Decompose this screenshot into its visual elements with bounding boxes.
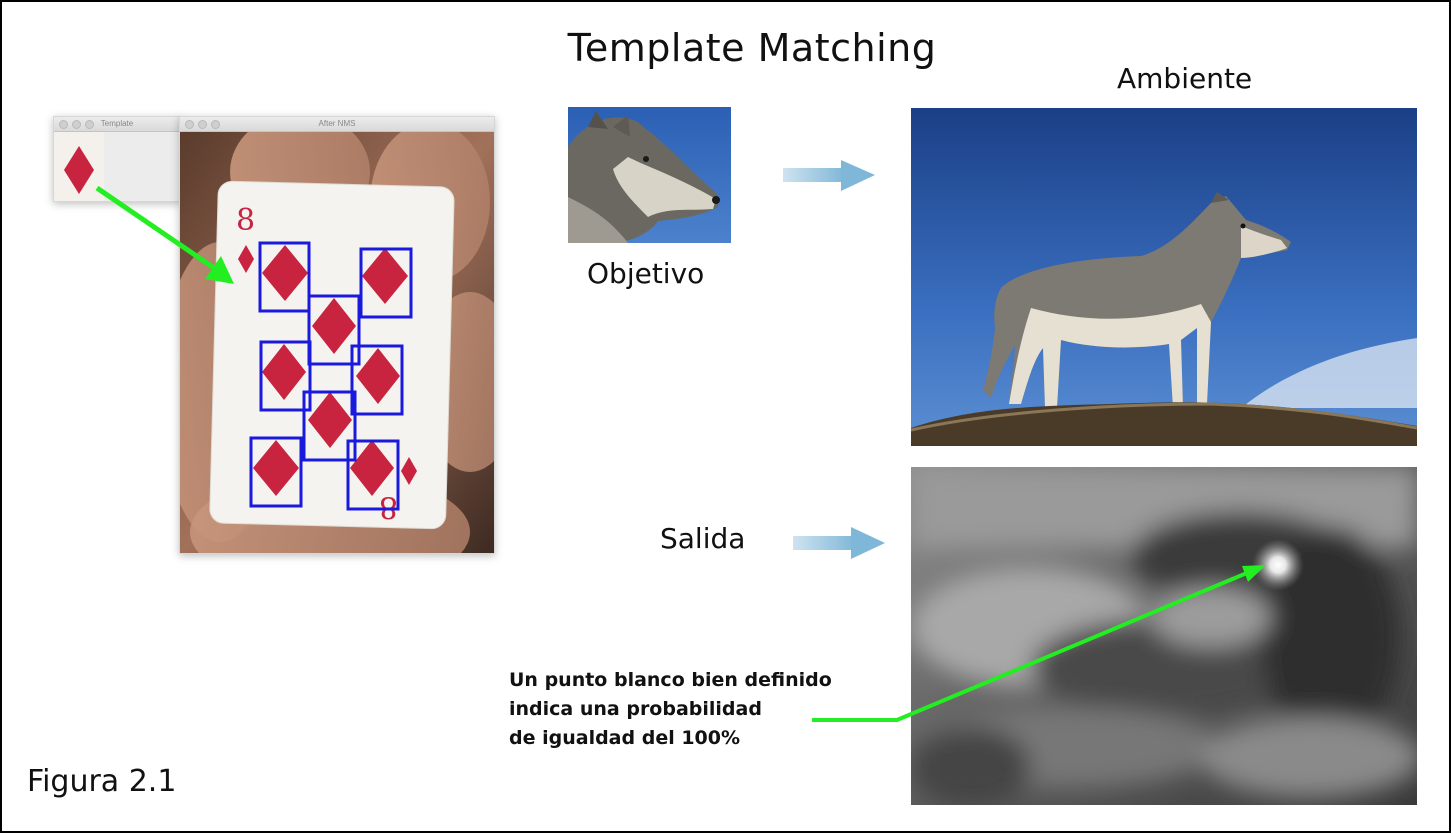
after-nms-window: After NMS [179,116,495,554]
card-photo: 8 8 [180,132,494,553]
window-close-icon [59,120,68,129]
diamond-icon [401,457,417,485]
arrow-right-icon [812,565,1266,722]
arrow-right-icon [793,527,885,559]
diamond-icon [312,298,356,354]
diamond-icon [262,344,306,400]
note-line-2: indica una probabilidad [509,698,762,720]
window-maximize-icon [85,120,94,129]
diamond-icon [253,440,299,496]
match-box [350,344,404,416]
match-peak [1252,539,1304,591]
card-rank-top: 8 [236,203,255,238]
note-line-1: Un punto blanco bien definido [509,669,832,691]
match-box [258,241,311,313]
arrow-right-icon [783,160,875,191]
template-window-titlebar: Template [54,117,180,132]
diamond-icon [362,248,408,304]
match-box [249,436,303,508]
diamond-icon [350,440,394,496]
objetivo-image [568,107,731,243]
diamond-icon [64,146,94,194]
match-box [259,340,312,412]
match-box [359,247,413,319]
window-minimize-icon [198,120,207,129]
diamond-icon [356,348,400,404]
ambiente-image [911,108,1417,446]
objetivo-label: Objetivo [587,257,705,290]
diamond-icon [308,392,352,448]
salida-label: Salida [660,522,746,555]
salida-heatmap [911,467,1417,805]
window-minimize-icon [72,120,81,129]
figure-label: Figura 2.1 [27,764,177,799]
match-box [302,390,357,462]
arrow-right-icon [95,185,234,284]
ambiente-label: Ambiente [1117,62,1253,95]
after-nms-window-title: After NMS [318,119,356,128]
window-close-icon [185,120,194,129]
match-box [307,294,361,366]
card-rank-bottom: 8 [379,489,398,524]
template-window-empty [104,132,180,201]
diamond-icon [262,245,308,301]
annotation-note: Un punto blanco bien definido indica una… [509,666,832,753]
figure-title: Template Matching [567,26,937,70]
match-box [346,439,400,511]
window-maximize-icon [211,120,220,129]
note-line-3: de igualdad del 100% [509,727,741,749]
diamond-icon [238,245,254,273]
template-window-title: Template [100,119,134,128]
template-window: Template [53,116,181,202]
template-image [54,132,104,201]
